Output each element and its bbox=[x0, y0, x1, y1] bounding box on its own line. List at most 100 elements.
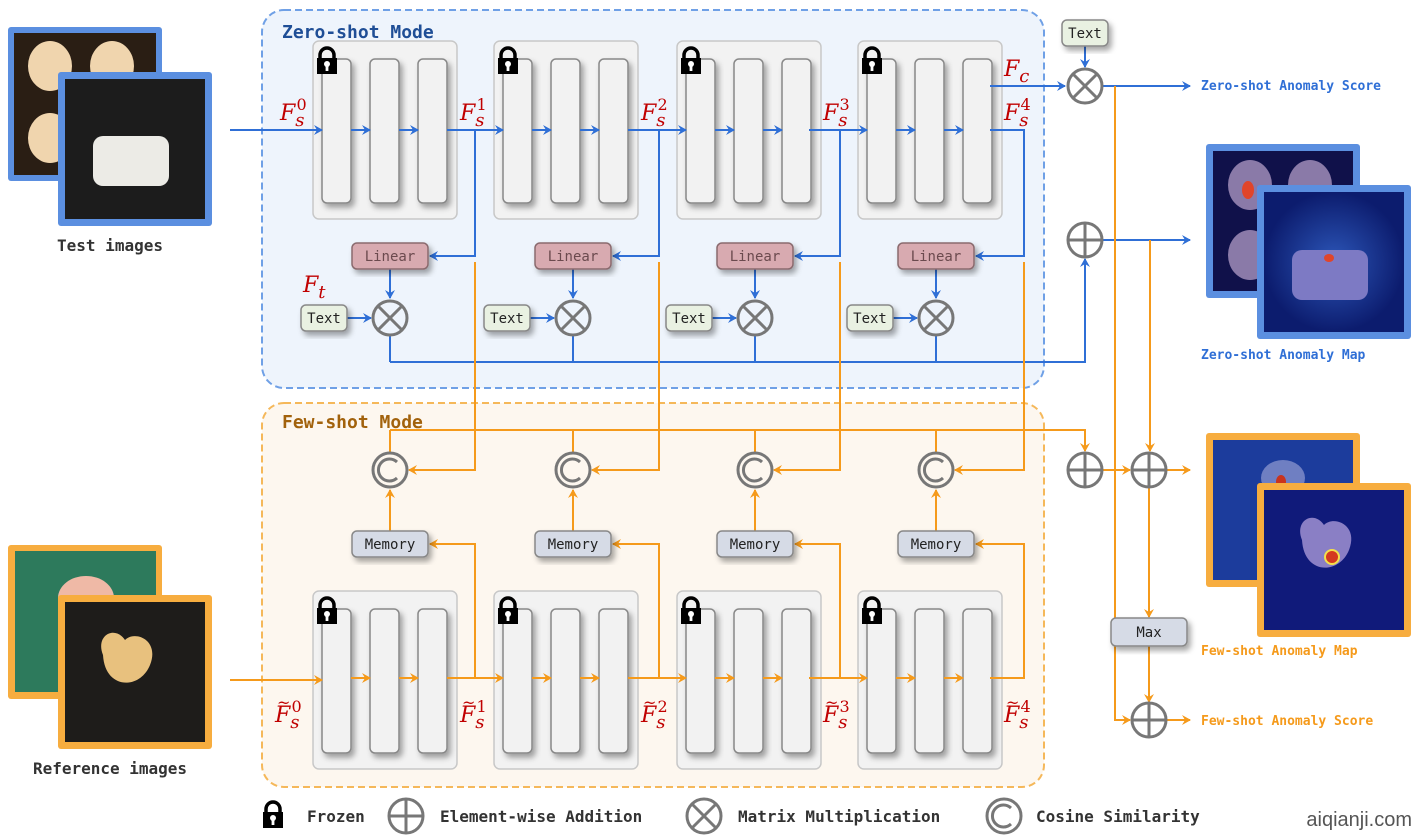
zero-feature-to-cosine bbox=[954, 262, 1025, 475]
cosine-similarity-icon bbox=[985, 797, 1023, 835]
legend-multiplication: Matrix Multiplication bbox=[738, 807, 940, 826]
lock-icon bbox=[862, 596, 882, 624]
zero-shot-stage-4-block-2 bbox=[914, 58, 945, 204]
lock-keyhole-slot bbox=[870, 615, 874, 621]
lock-icon bbox=[317, 46, 337, 74]
matrix-multiplication-op bbox=[554, 299, 592, 337]
lock-keyhole-slot bbox=[689, 615, 693, 621]
linear-box: Linear bbox=[351, 242, 429, 270]
zero-shot-map-addition-op bbox=[1066, 221, 1104, 259]
linear-box-label: Linear bbox=[730, 249, 781, 265]
zero-shot-branch bbox=[975, 129, 1025, 261]
lock-keyhole bbox=[869, 61, 875, 67]
lock-shackle bbox=[499, 596, 517, 608]
few-shot-stage-2-block-1 bbox=[502, 608, 533, 754]
op-d2 bbox=[922, 304, 950, 332]
matrix-multiplication-op bbox=[917, 299, 955, 337]
memory-box-label: Memory bbox=[730, 537, 781, 553]
max-box-label: Max bbox=[1136, 625, 1161, 641]
lock-shackle bbox=[863, 46, 881, 58]
max-box-box bbox=[1110, 617, 1188, 647]
few-shot-anomaly-score-label: Few-shot Anomaly Score bbox=[1201, 714, 1373, 729]
label-f-tilde-s-2-tilde: ~ bbox=[643, 693, 656, 712]
few-shot-stage-4-block-3 bbox=[962, 608, 993, 754]
zero-shot-mode-title: Zero-shot Mode bbox=[282, 22, 434, 43]
linear-box-box bbox=[534, 242, 612, 270]
matrix-multiplication-op bbox=[736, 299, 774, 337]
linear-box: Linear bbox=[897, 242, 975, 270]
zero-feature-to-cosine bbox=[773, 262, 841, 475]
few-shot-sum-bus bbox=[390, 429, 1090, 452]
memory-box-box bbox=[534, 530, 612, 558]
few-shot-stage-2-block-2 bbox=[550, 608, 581, 754]
memory-box: Memory bbox=[534, 530, 612, 558]
label-f-tilde-s-1-tilde: ~ bbox=[462, 693, 475, 712]
text-box-label: Text bbox=[307, 311, 341, 327]
memory-box-label: Memory bbox=[365, 537, 416, 553]
zero-shot-branch bbox=[612, 130, 660, 261]
lock-keyhole bbox=[324, 611, 330, 617]
text-box: Text bbox=[300, 304, 348, 332]
few-shot-stage-4-block-1 bbox=[866, 608, 897, 754]
text-box-label: Text bbox=[490, 311, 524, 327]
test-images bbox=[8, 27, 212, 226]
op-c bbox=[742, 457, 764, 483]
reference-images bbox=[8, 545, 212, 749]
few-shot-stage-1-block-2 bbox=[369, 608, 400, 754]
few-shot-anomaly-map-images bbox=[1206, 433, 1411, 637]
text-box-box bbox=[300, 304, 348, 332]
label-f-tilde-s-3: Fs3 bbox=[822, 697, 850, 733]
op-c bbox=[560, 457, 582, 483]
label-f-tilde-s-4: Fs4 bbox=[1003, 697, 1031, 733]
lock-shackle bbox=[318, 596, 336, 608]
zero-shot-stage-4-block-1 bbox=[866, 58, 897, 204]
op-d2 bbox=[741, 304, 769, 332]
lock-keyhole-slot bbox=[325, 615, 329, 621]
cosine-similarity-op bbox=[554, 451, 592, 489]
zero-shot-anomaly-score-label: Zero-shot Anomaly Score bbox=[1201, 79, 1381, 94]
lock-shackle bbox=[499, 46, 517, 58]
addition-icon bbox=[387, 797, 425, 835]
multiplication-icon bbox=[685, 797, 723, 835]
op-c bbox=[377, 457, 399, 483]
op-circle bbox=[371, 299, 409, 337]
text-box-box bbox=[483, 304, 531, 332]
memory-box-label: Memory bbox=[548, 537, 599, 553]
zero-shot-stage-3-block-3 bbox=[781, 58, 812, 204]
op-circle bbox=[917, 299, 955, 337]
label-f-tilde-s-0: Fs0 bbox=[274, 697, 302, 733]
zero-feature-to-cosine bbox=[408, 262, 476, 475]
linear-box-label: Linear bbox=[365, 249, 416, 265]
final-score-addition-op bbox=[1130, 701, 1168, 739]
lock-keyhole-slot bbox=[325, 65, 329, 71]
cosine-similarity-op bbox=[917, 451, 955, 489]
op-circle bbox=[736, 299, 774, 337]
text-box: Text bbox=[846, 304, 894, 332]
few-shot-stage-3-block-1 bbox=[685, 608, 716, 754]
lock-icon bbox=[498, 596, 518, 624]
memory-box-box bbox=[716, 530, 794, 558]
lock-keyhole bbox=[688, 611, 694, 617]
legend-addition: Element-wise Addition bbox=[440, 807, 642, 826]
label-f-tilde-s-0-tilde: ~ bbox=[277, 693, 290, 712]
few-shot-stage-3-block-2 bbox=[733, 608, 764, 754]
label-f-s-1: Fs1 bbox=[459, 95, 487, 131]
text-box-box bbox=[846, 304, 894, 332]
text-box-label: Text bbox=[853, 311, 887, 327]
few-shot-stage-1-block-3 bbox=[417, 608, 448, 754]
op-circle bbox=[917, 451, 955, 489]
text-box-box bbox=[665, 304, 713, 332]
legend-frozen: Frozen bbox=[307, 807, 365, 826]
linear-box-box bbox=[897, 242, 975, 270]
zero-shot-stage-4-block-3 bbox=[962, 58, 993, 204]
lock-icon bbox=[317, 596, 337, 624]
label-f-tilde-s-3-tilde: ~ bbox=[825, 693, 838, 712]
label-f-s-0: Fs0 bbox=[279, 95, 307, 131]
lock-keyhole-slot bbox=[689, 65, 693, 71]
label-f-s-4: Fs4 bbox=[1003, 95, 1031, 131]
memory-box: Memory bbox=[351, 530, 429, 558]
op-d2 bbox=[559, 304, 587, 332]
lock-shackle bbox=[318, 46, 336, 58]
few-shot-stage-1-block-1 bbox=[321, 608, 352, 754]
